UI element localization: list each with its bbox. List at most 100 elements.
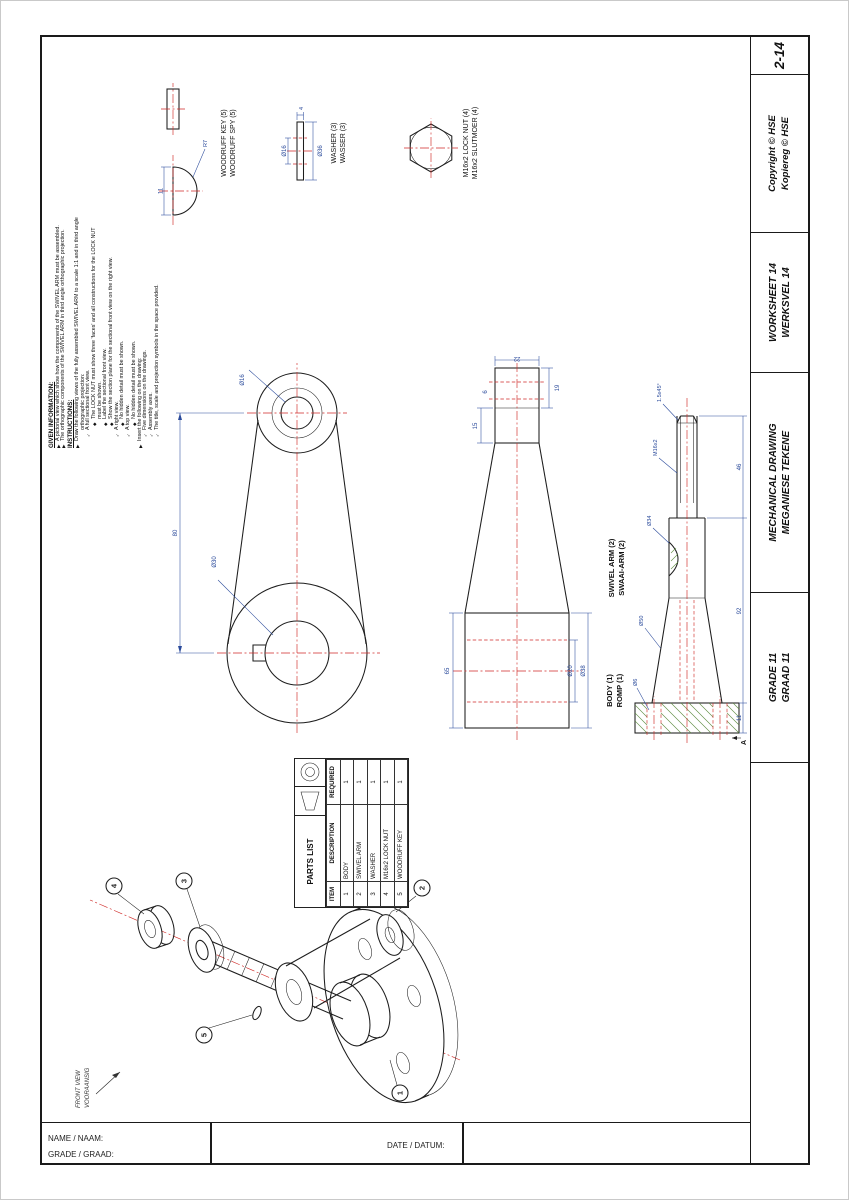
page-number: 2-14 <box>751 37 808 75</box>
woodruff-key-label: WOODRUFF KEY (5) WOODRUFF SPY (5) <box>220 48 238 238</box>
col-description: DESCRIPTION <box>326 804 340 882</box>
dim-washer-od: Ø36 <box>318 145 324 157</box>
front-view-label-en: FRONT VIEW <box>76 1069 82 1108</box>
dim-shaft-dia: Ø34 <box>647 516 653 526</box>
drawing-sheet: NAME / NAAM: GRADE / GRAAD: DATE / DATUM… <box>40 35 810 1165</box>
dim-washer-bore: Ø16 <box>282 145 288 157</box>
lock-nut-label-af: M16x2 SLUTMOER (4) <box>472 106 480 180</box>
washer-dimensions: Ø16 Ø36 4 <box>282 107 324 181</box>
dim-bore-side: Ø20 <box>568 665 574 677</box>
dim-boss-dia: Ø38 <box>581 665 587 677</box>
lock-nut-iso <box>137 905 175 949</box>
given-line: ▶The orthographic components of the SWIV… <box>60 229 67 448</box>
parts-list-header: PARTS LIST <box>295 759 326 907</box>
worksheet-line2: WERKSVEL 14 <box>780 267 792 338</box>
front-view-label-af: VOORAANSIG <box>85 1067 91 1108</box>
copyright-line2: Kopiereg © HSE <box>779 117 791 190</box>
name-strip-divider <box>462 1123 464 1163</box>
washer-label-af: WASSER (3) <box>340 122 348 164</box>
front-view-arrow <box>112 1072 120 1078</box>
balloon-callouts: 1 2 3 4 5 <box>105 872 431 1102</box>
dim-boss-width: 65 <box>445 667 451 674</box>
date-field-label: DATE / DATUM: <box>387 1141 445 1150</box>
copyright-line1: Copyright © HSE <box>767 115 779 192</box>
woodruff-label-af: WOODRUFF SPY (5) <box>230 109 238 177</box>
swivel-arm-plan-centerlines <box>217 363 380 733</box>
dim-thread: M16x2 <box>653 439 659 456</box>
balloon-2: 2 <box>418 886 427 890</box>
dim-bolt-hole: Ø6 <box>633 679 639 686</box>
swivel-arm-iso <box>274 909 415 1022</box>
section-letter: A <box>741 740 748 745</box>
title-worksheet-cell: WORKSHEET 14 WERKSVEL 14 <box>751 233 808 373</box>
given-information-title: GIVEN INFORMATION: <box>48 381 55 448</box>
lock-nut-view <box>404 118 458 178</box>
dim-chamfer: 1.5x45° <box>657 383 663 402</box>
swivel-arm-plan-view: 80 Ø30 Ø16 <box>173 363 380 733</box>
title-subject-cell: MECHANICAL DRAWING MEGANIESE TEKENE <box>751 373 808 593</box>
grade-field-label: GRADE / GRAAD: <box>48 1150 114 1159</box>
col-item: ITEM <box>326 881 340 907</box>
body-flange-outline <box>634 696 740 740</box>
swivel-arm-label-en: SWIVEL ARM (2) <box>607 538 616 598</box>
woodruff-keyseat <box>668 541 679 577</box>
drawing-area: GIVEN INFORMATION: ▶A pictorial view whi… <box>42 37 750 1123</box>
body-view-label: BODY (1) ROMP (1) <box>605 643 625 738</box>
col-required: REQUIRED <box>326 759 340 805</box>
projection-symbol-circles-icon <box>295 759 325 787</box>
projection-symbol-cone-icon <box>295 787 325 815</box>
lock-nut-label-en: M16x2 LOCK NUT (4) <box>463 108 470 178</box>
swivel-arm-view-label: SWIVEL ARM (2) SWAAI-ARM (2) <box>607 493 627 643</box>
title-space-provided <box>751 763 808 1163</box>
dim-step: 6 <box>483 390 489 394</box>
name-strip-divider <box>210 1123 212 1163</box>
dim-thread-length: 46 <box>737 463 743 470</box>
dim-step-length: 15 <box>473 422 479 429</box>
dim-key-length: 11 <box>159 187 165 194</box>
lock-nut-label: M16x2 LOCK NUT (4) M16x2 SLUTMOER (4) <box>462 58 480 228</box>
parts-list-title: PARTS LIST <box>305 838 315 885</box>
name-field-label: NAME / NAAM: <box>48 1134 104 1143</box>
body-shaft-outline <box>651 398 723 743</box>
dim-washer-thickness: 4 <box>299 107 305 110</box>
body-label-af: ROMP (1) <box>614 673 624 708</box>
name-strip: NAME / NAAM: GRADE / GRAAD: DATE / DATUM… <box>42 1122 750 1163</box>
balloon-4: 4 <box>110 883 119 888</box>
balloon-3: 3 <box>180 879 189 883</box>
grade-line1: GRADE 11 <box>767 652 779 703</box>
title-copyright-cell: Copyright © HSE Kopiereg © HSE <box>751 75 808 233</box>
dim-key-radius: R7 <box>203 140 209 147</box>
parts-list-header-row: ITEM DESCRIPTION REQUIRED <box>326 759 340 907</box>
dim-eye-thickness: 22 <box>513 355 520 361</box>
swivel-arm-plan-dimensions: 80 Ø30 Ø16 <box>173 369 286 654</box>
woodruff-label-en: WOODRUFF KEY (5) <box>221 109 228 177</box>
dim-eye-bore: Ø16 <box>240 374 246 386</box>
title-block: GRADE 11 GRAAD 11 MECHANICAL DRAWING MEG… <box>750 37 808 1163</box>
body-dimensions: M16x2 11 92 46 Ø50 Ø34 Ø6 1.5x45° A <box>633 383 748 745</box>
dim-tongue: 19 <box>555 384 561 391</box>
body-section-view: M16x2 11 92 46 Ø50 Ø34 Ø6 1.5x45° A <box>633 383 748 745</box>
balloon-1: 1 <box>396 1091 405 1095</box>
worksheet-line1: WORKSHEET 14 <box>767 263 779 342</box>
exploded-assembly-view: 1 2 3 4 5 FRONT VIEW VOORAANSIG <box>76 872 461 1108</box>
title-grade-cell: GRADE 11 GRAAD 11 <box>751 593 808 763</box>
subject-line2: MEGANIESE TEKENE <box>780 430 792 535</box>
woodruff-key-outline <box>159 83 203 225</box>
body-label-en: BODY (1) <box>605 674 614 707</box>
dim-bore: Ø30 <box>212 556 218 568</box>
projection-symbol <box>295 759 325 816</box>
swivel-arm-side-dimensions: 65 15 22 6 19 Ø20 Ø38 <box>445 355 592 729</box>
subject-line1: MECHANICAL DRAWING <box>767 423 779 542</box>
parts-list: PARTS LIST ITEM DESCRIPTION REQ <box>294 758 409 908</box>
dim-flange-thickness: 11 <box>737 714 743 721</box>
washer-view: Ø16 Ø36 4 <box>282 107 324 181</box>
woodruff-key-dimensions: 11 R7 <box>159 140 209 216</box>
body-flange-iso <box>323 903 459 1104</box>
woodruff-key-iso <box>252 1005 262 1021</box>
